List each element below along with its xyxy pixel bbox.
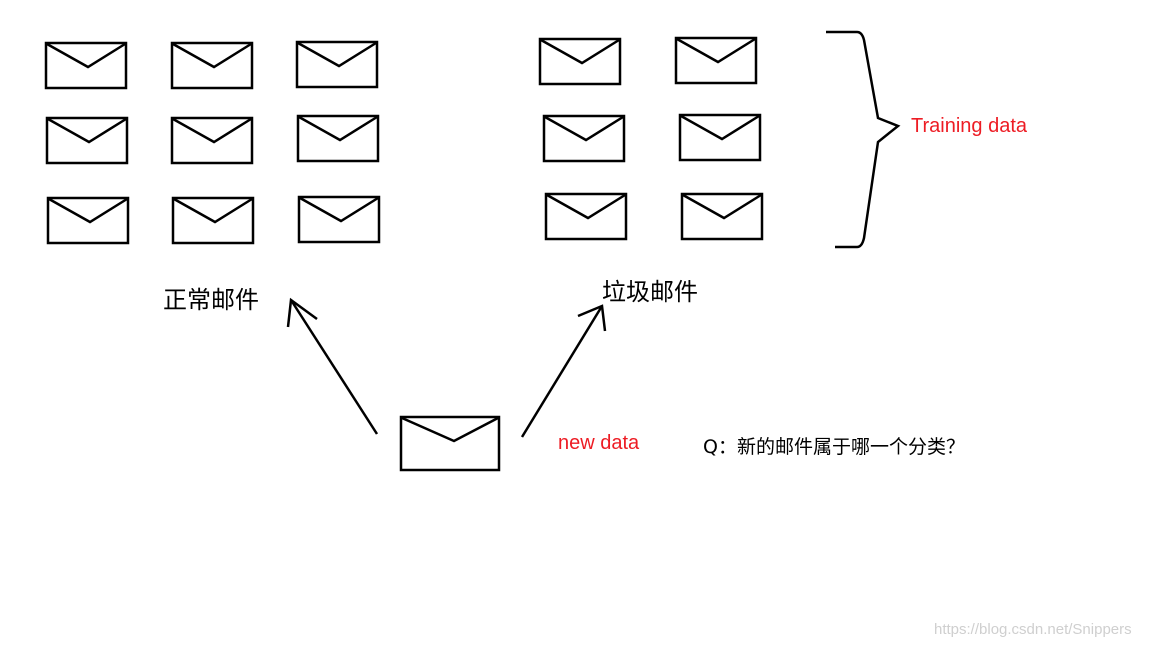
envelope-icon	[544, 192, 628, 241]
curly-brace	[826, 30, 901, 249]
training-data-label: Training data	[911, 115, 1027, 137]
envelope-icon	[45, 116, 129, 165]
envelope-icon	[297, 195, 381, 244]
watermark: https://blog.csdn.net/Snippers	[934, 621, 1132, 638]
new-data-envelope	[399, 415, 501, 472]
envelope-icon	[171, 196, 255, 245]
envelope-icon	[678, 113, 762, 162]
envelope-icon	[46, 196, 130, 245]
envelope-icon	[295, 40, 379, 89]
spam-mail-label: 垃圾邮件	[602, 278, 698, 306]
envelope-icon	[674, 36, 758, 85]
new-data-label: new data	[558, 432, 640, 454]
envelope-icon	[296, 114, 380, 163]
envelope-icon	[44, 41, 128, 90]
envelope-icon	[680, 192, 764, 241]
envelope-icon	[538, 37, 622, 86]
arrow-to-spam	[520, 304, 607, 438]
question-text: Q：新的邮件属于哪一个分类？	[703, 436, 965, 458]
normal-mail-label: 正常邮件	[163, 286, 259, 314]
normal-mail-group	[44, 40, 381, 245]
envelope-icon	[170, 116, 254, 165]
arrow-to-normal	[286, 297, 379, 435]
spam-mail-group	[538, 36, 764, 241]
envelope-icon	[542, 114, 626, 163]
envelope-icon	[170, 41, 254, 90]
